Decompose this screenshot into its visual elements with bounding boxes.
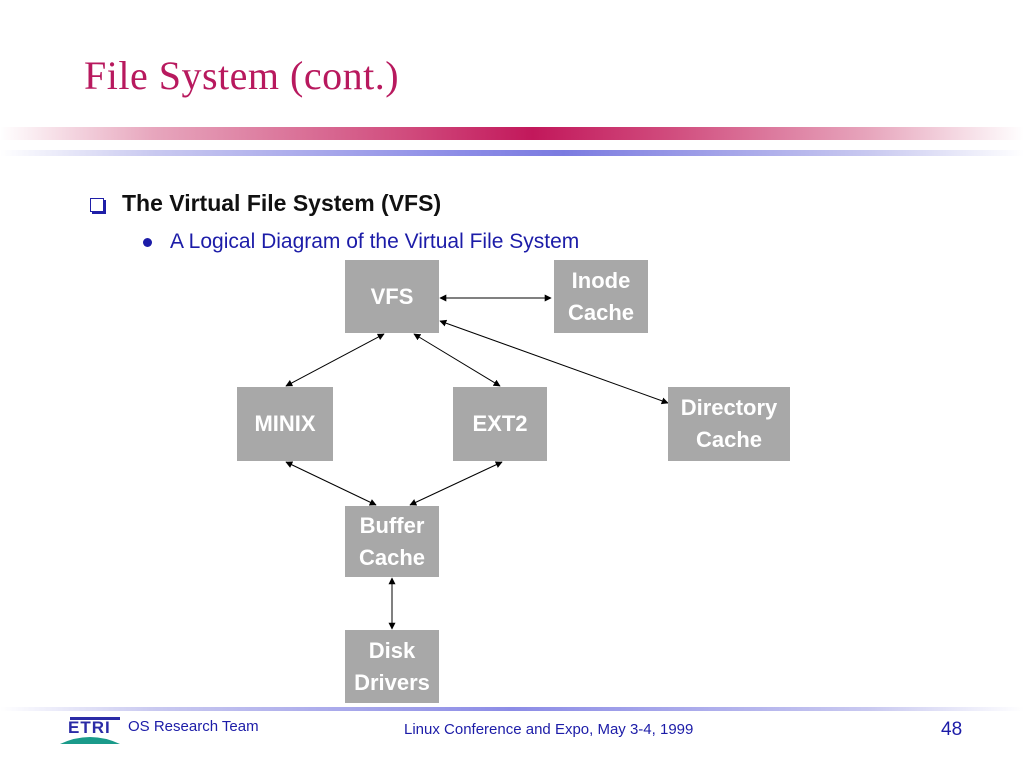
disk-drivers-box: Disk Drivers <box>345 630 439 703</box>
square-bullet-icon <box>90 197 104 212</box>
disk-drivers-label-2: Drivers <box>354 669 430 695</box>
footer-divider <box>0 707 1024 711</box>
slide-title: File System (cont.) <box>84 53 400 98</box>
page-number: 48 <box>941 719 963 740</box>
vfs-label: VFS <box>370 283 414 309</box>
ext2-label: EXT2 <box>472 411 528 436</box>
edge-ext2-buffer-cache <box>409 461 503 506</box>
minix-box: MINIX <box>237 387 333 461</box>
inode-cache-label-2: Cache <box>567 299 635 325</box>
directory-cache-box: Directory Cache <box>668 387 790 461</box>
footer-conference: Linux Conference and Expo, May 3-4, 1999 <box>404 721 694 738</box>
edge-vfs-minix <box>285 333 385 387</box>
buffer-cache-label-2: Cache <box>358 544 426 570</box>
etri-logo: ETRI <box>60 717 120 744</box>
buffer-cache-label-1: Buffer <box>359 512 425 538</box>
title-divider-band <box>0 127 1024 140</box>
sub-bullet-diagram: A Logical Diagram of the Virtual File Sy… <box>143 230 579 254</box>
inode-cache-box: Inode Cache <box>554 260 648 333</box>
etri-logo-text: ETRI <box>68 718 111 737</box>
dot-bullet-icon <box>143 237 152 247</box>
bullet-vfs: The Virtual File System (VFS) <box>90 190 441 217</box>
edge-vfs-ext2 <box>413 333 501 387</box>
vfs-box: VFS <box>345 260 439 333</box>
edge-vfs-directory-cache <box>439 319 669 405</box>
ext2-box: EXT2 <box>453 387 547 461</box>
buffer-cache-box: Buffer Cache <box>345 506 439 577</box>
sub-bullet-text: A Logical Diagram of the Virtual File Sy… <box>170 230 580 253</box>
minix-label: MINIX <box>254 411 316 436</box>
disk-drivers-label-1: Disk <box>368 637 416 663</box>
title-divider-line <box>0 150 1024 156</box>
bullet-vfs-text: The Virtual File System (VFS) <box>122 190 442 216</box>
edge-minix-buffer-cache <box>285 461 377 506</box>
inode-cache-label-1: Inode <box>571 267 631 293</box>
directory-cache-label-1: Directory <box>680 395 778 420</box>
directory-cache-label-2: Cache <box>695 427 763 452</box>
footer-team: OS Research Team <box>128 718 259 735</box>
